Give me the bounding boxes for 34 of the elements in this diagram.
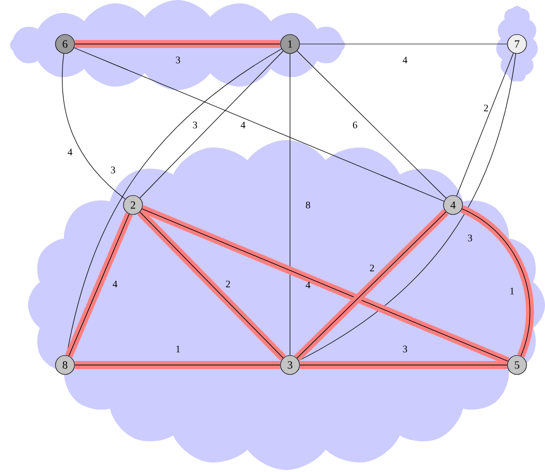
cloud-shape xyxy=(28,140,545,470)
edge-label: 3 xyxy=(193,122,198,128)
edge-line xyxy=(298,53,516,361)
edge-line xyxy=(296,50,446,198)
edge-label: 4 xyxy=(240,122,246,128)
edge-label: 3 xyxy=(111,166,116,174)
edge-label: 6 xyxy=(352,122,358,128)
edge-line xyxy=(62,53,126,200)
edge-label: 4 xyxy=(68,148,72,156)
edge-label: 3 xyxy=(403,346,408,352)
cloud-shape xyxy=(10,0,345,90)
edge-label: 2 xyxy=(484,104,488,112)
edge-line xyxy=(456,52,514,196)
edge-label: 8 xyxy=(306,202,310,208)
edge-label: 3 xyxy=(176,56,180,64)
edge-line xyxy=(460,205,534,358)
edge-label: 4 xyxy=(306,282,310,288)
edge-line xyxy=(74,40,281,48)
edge-line xyxy=(65,212,133,358)
edge-line xyxy=(294,209,449,361)
edge-label: 2 xyxy=(370,264,374,272)
edge-label: 2 xyxy=(226,280,230,288)
edge-label: 1 xyxy=(176,346,180,352)
edge-line xyxy=(140,50,284,198)
edge-label: 3 xyxy=(468,234,472,242)
edge-label: 1 xyxy=(510,288,514,294)
edge-label: 4 xyxy=(402,56,408,64)
edge-line xyxy=(140,205,510,365)
edge-line xyxy=(66,48,282,356)
edge-line xyxy=(137,209,286,361)
edge-label: 4 xyxy=(112,280,118,288)
edge-line xyxy=(74,361,281,369)
edge-line xyxy=(74,47,444,202)
edge-line xyxy=(299,361,508,369)
